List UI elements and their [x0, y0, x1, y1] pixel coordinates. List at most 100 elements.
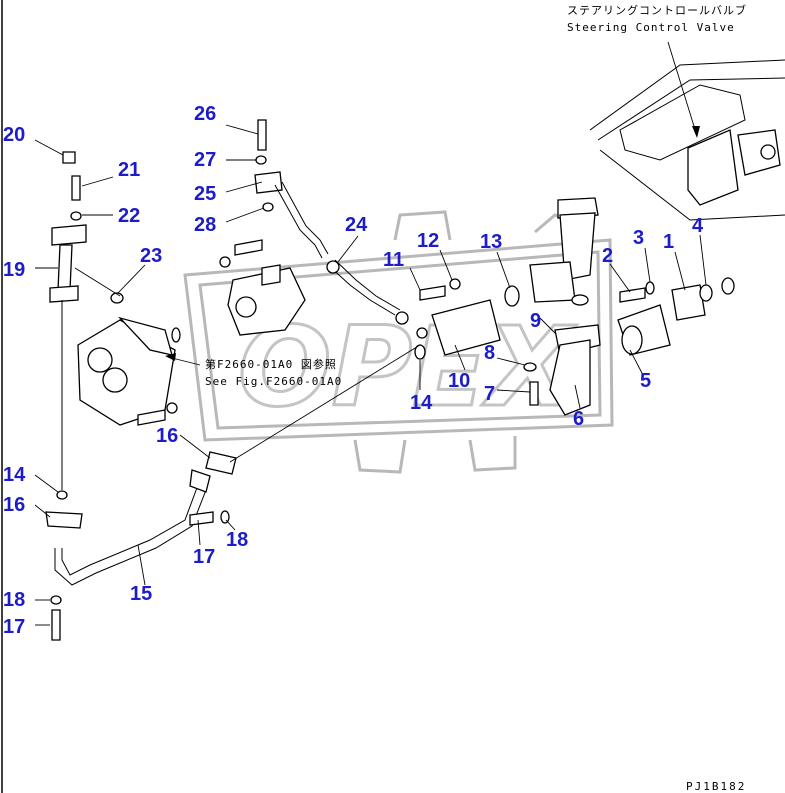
- hose-15-line-a: [61, 484, 199, 576]
- watermark-gear-teeth: [353, 210, 581, 474]
- leader-14-long: [229, 344, 421, 463]
- top-hose-assembly: [254, 119, 329, 259]
- leader-25: [225, 181, 263, 193]
- note-en-label: Steering Control Valve: [567, 21, 735, 34]
- plug-20: [62, 151, 76, 164]
- hose-24-fitting-b: [395, 311, 409, 325]
- callout-14-mid: 14: [410, 392, 433, 414]
- o-ring-9: [571, 294, 589, 306]
- bolt-21: [71, 175, 81, 201]
- washer-16: [166, 402, 178, 414]
- upper-pump-port: [235, 296, 257, 318]
- washer-18-upper: [220, 510, 230, 524]
- center-fittings: [414, 278, 520, 360]
- callout-20: 20: [3, 124, 25, 146]
- leader-18-upper: [225, 519, 236, 531]
- valve-head: [737, 129, 781, 176]
- pump-assembly: [77, 292, 201, 426]
- callout-23: 23: [140, 245, 162, 267]
- callout-24: 24: [345, 214, 368, 236]
- callout-26: 26: [194, 103, 216, 125]
- frame-lower-edge: [599, 149, 785, 221]
- figure-code: PJ1B182: [686, 780, 746, 793]
- callout-18-upper: 18: [226, 529, 248, 551]
- middle-hose-assembly: [326, 259, 409, 325]
- leader-17-upper: [197, 519, 201, 546]
- callout-3: 3: [633, 227, 644, 249]
- callout-2: 2: [602, 245, 613, 267]
- flange-1: [671, 284, 706, 321]
- callout-4: 4: [692, 215, 704, 237]
- o-ring-14-lower: [56, 490, 68, 500]
- leader-6: [574, 384, 581, 409]
- leader-14-lower: [34, 474, 59, 493]
- frame-outline-outer: [589, 59, 785, 131]
- clamp-16-upper: [205, 451, 237, 475]
- leader-3: [644, 247, 651, 283]
- callout-6: 6: [573, 408, 584, 430]
- pump-port-2: [102, 367, 128, 393]
- callout-19: 19: [3, 259, 25, 281]
- washer-14-mid: [416, 327, 428, 339]
- o-ring-4: [699, 284, 713, 302]
- valve-leader: [667, 41, 698, 137]
- leader-10: [454, 344, 466, 371]
- leader-24: [337, 235, 359, 263]
- bolt-17-upper: [189, 511, 214, 526]
- pump-ref-arrow: [165, 353, 176, 361]
- callout-17-upper: 17: [193, 546, 215, 568]
- hose-24-line-b: [334, 259, 401, 311]
- callout-25: 25: [194, 183, 216, 205]
- washer-3: [645, 281, 655, 295]
- flange-top: [51, 224, 87, 246]
- bolt-26: [257, 119, 267, 151]
- leader-7: [496, 389, 531, 393]
- frame-cutout: [619, 84, 746, 161]
- leader-19-b: [74, 267, 121, 297]
- o-ring-13: [504, 285, 520, 307]
- callout-9: 9: [530, 310, 541, 332]
- elbow-5-port: [621, 325, 643, 355]
- leader-23: [117, 264, 146, 294]
- leader-11: [409, 267, 421, 291]
- upper-pump-body: [227, 267, 306, 336]
- leader-5: [629, 349, 644, 376]
- o-ring-left: [171, 327, 181, 343]
- frame-outline-mid: [597, 77, 785, 141]
- washer-12: [449, 278, 461, 290]
- valve-leader-arrow: [692, 126, 700, 138]
- leader-4: [699, 234, 707, 286]
- bottom-hose-assembly: [54, 451, 237, 586]
- callout-28: 28: [194, 214, 216, 236]
- leader-21: [81, 176, 114, 187]
- valve-port: [760, 144, 776, 160]
- callout-27: 27: [194, 149, 216, 171]
- leader-lines: [34, 124, 707, 626]
- callout-7: 7: [484, 383, 495, 405]
- washer-8: [523, 362, 537, 372]
- leader-2: [609, 263, 631, 293]
- bolt-16: [137, 409, 166, 426]
- watermark-frame: [183, 238, 614, 442]
- flange-lower: [49, 285, 79, 303]
- hose-24-fitting-a: [326, 260, 340, 274]
- leader-15: [137, 544, 146, 586]
- callout-1: 1: [663, 231, 674, 253]
- o-ring-28: [262, 202, 274, 212]
- steering-control-valve-detail: [589, 41, 785, 221]
- upper-pump-assembly: [219, 239, 306, 336]
- note-jp-label: ステアリングコントロールバルブ: [567, 3, 747, 17]
- callout-22: 22: [118, 205, 140, 227]
- block-10: [431, 299, 501, 356]
- bolt-2: [619, 287, 646, 303]
- valve-body: [687, 129, 739, 206]
- hose-24-line-a: [327, 264, 396, 316]
- clamp-16-lower: [45, 511, 83, 529]
- hose-25-line-a: [274, 184, 323, 259]
- ref-jp-label: 第F2660-01A0 図参照: [205, 357, 337, 371]
- pipe-19-upper: [57, 244, 73, 291]
- washer-upper: [219, 256, 231, 268]
- callout-5: 5: [640, 370, 651, 392]
- leader-1: [674, 251, 686, 291]
- watermark-text: OPEX: [238, 303, 577, 431]
